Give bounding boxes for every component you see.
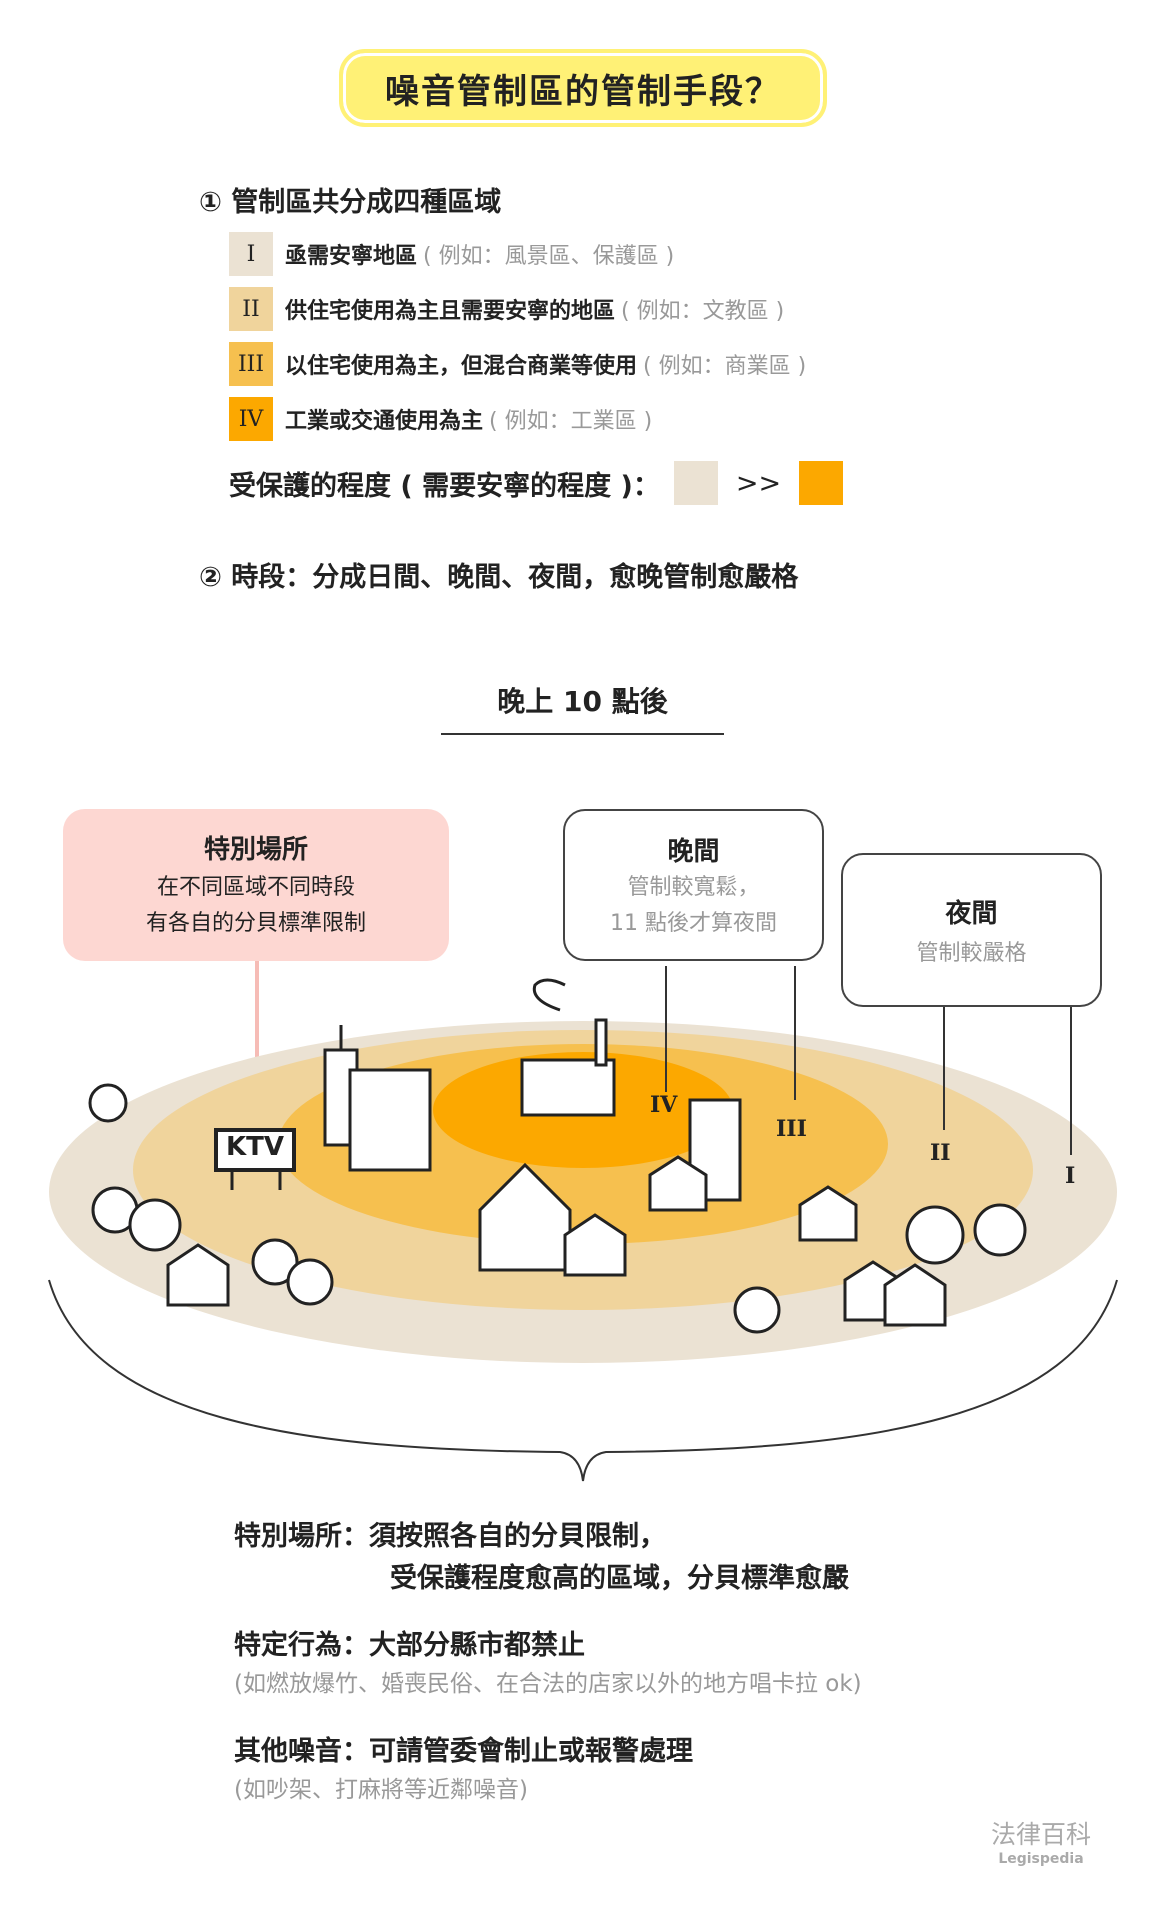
subtitle-underline [441, 733, 724, 735]
note-label: 特別場所： [234, 1521, 369, 1552]
section1-heading: ① 管制區共分成四種區域 [199, 187, 502, 218]
zone-desc: 供住宅使用為主且需要安寧的地區 [285, 299, 616, 324]
special-title: 特別場所 [203, 835, 308, 865]
zone-example: ( 例如：文教區 ) [621, 299, 785, 324]
special-line1: 在不同區域不同時段 [156, 875, 355, 900]
zone-label-ii: II [930, 1140, 951, 1166]
diagram-subtitle: 晚上 10 點後 [497, 685, 668, 718]
protection-scale: 受保護的程度 ( 需要安寧的程度 )： >> [229, 461, 844, 505]
house-icon [563, 1213, 627, 1277]
note-other-noise: 其他噪音：可請管委會制止或報警處理 [234, 1729, 693, 1768]
zone-desc: 以住宅使用為主，但混合商業等使用 [285, 354, 638, 379]
special-line2: 有各自的分貝標準限制 [145, 911, 366, 936]
house-icon [166, 1243, 230, 1307]
logo-name: 法律百科 [990, 1820, 1091, 1849]
zone-label-iii: III [776, 1116, 807, 1142]
zone-swatch-3: III [229, 342, 273, 386]
zone-example: ( 例如：商業區 ) [643, 354, 807, 379]
school-icon [478, 1162, 572, 1272]
zone-example: ( 例如：風景區、保護區 ) [423, 244, 675, 269]
zone-row-2: II 供住宅使用為主且需要安寧的地區 ( 例如：文教區 ) [229, 287, 784, 331]
note-label: 特定行為： [234, 1630, 369, 1661]
note-specific-acts: 特定行為：大部分縣市都禁止 [234, 1623, 585, 1662]
zone-desc: 亟需安寧地區 [285, 244, 418, 269]
note-other-examples: (如吵架、打麻將等近鄰噪音) [234, 1777, 528, 1803]
evening-line1: 管制較寬鬆， [627, 875, 760, 900]
high-protection-swatch [799, 461, 844, 505]
factory-icon [520, 978, 616, 1117]
note-specific-examples: (如燃放爆竹、婚喪民俗、在合法的店家以外的地方唱卡拉 ok) [234, 1671, 862, 1697]
night-box: 夜間 管制較嚴格 [841, 853, 1102, 1007]
evening-box: 晚間 管制較寬鬆， 11 點後才算夜間 [563, 809, 824, 961]
tree-icon [88, 1083, 1027, 1334]
note-text: 大部分縣市都禁止 [369, 1630, 585, 1661]
zone-row-4: IV 工業或交通使用為主 ( 例如：工業區 ) [229, 397, 652, 441]
note-special-line2: 受保護程度愈高的區域，分貝標準愈嚴 [390, 1563, 849, 1594]
night-title: 夜間 [945, 899, 998, 929]
note-text: 可請管委會制止或報警處理 [369, 1736, 693, 1767]
note-label: 其他噪音： [234, 1736, 369, 1767]
arrow-text: >> [735, 467, 782, 499]
logo-sub: Legispedia [998, 1851, 1084, 1867]
evening-title: 晚間 [667, 837, 720, 867]
zone-swatch-1: I [229, 232, 273, 276]
zone-label-i: I [1065, 1163, 1076, 1189]
protection-label: 受保護的程度 ( 需要安寧的程度 )： [229, 470, 660, 502]
low-protection-swatch [673, 461, 718, 505]
zone-row-1: I 亟需安寧地區 ( 例如：風景區、保護區 ) [229, 232, 674, 276]
zone-swatch-4: IV [229, 397, 273, 441]
special-venue-box: 特別場所 在不同區域不同時段 有各自的分貝標準限制 [63, 809, 449, 961]
evening-line2: 11 點後才算夜間 [610, 911, 777, 936]
ktv-sign-icon [214, 1128, 296, 1190]
night-line1: 管制較嚴格 [916, 941, 1027, 966]
section2-heading: ② 時段：分成日間、晚間、夜間，愈晚管制愈嚴格 [199, 562, 799, 593]
zone-swatch-2: II [229, 287, 273, 331]
house-icon [843, 1260, 947, 1327]
logo: 法律百科 Legispedia [985, 1815, 1097, 1867]
zone-row-3: III 以住宅使用為主，但混合商業等使用 ( 例如：商業區 ) [229, 342, 806, 386]
tower-icon [323, 1025, 432, 1172]
zone-example: ( 例如：工業區 ) [489, 409, 653, 434]
house-icon [648, 1155, 708, 1212]
brace-curve [48, 1279, 1118, 1482]
ktv-label: KTV [225, 1132, 284, 1162]
page-title: 噪音管制區的管制手段？ [339, 49, 827, 127]
note-text: 須按照各自的分貝限制， [369, 1521, 666, 1552]
note-special: 特別場所：須按照各自的分貝限制， [234, 1514, 666, 1553]
house-icon [798, 1185, 858, 1242]
buildings [88, 978, 1027, 1334]
zone-label-iv: IV [650, 1092, 678, 1118]
zone-desc: 工業或交通使用為主 [285, 409, 484, 434]
